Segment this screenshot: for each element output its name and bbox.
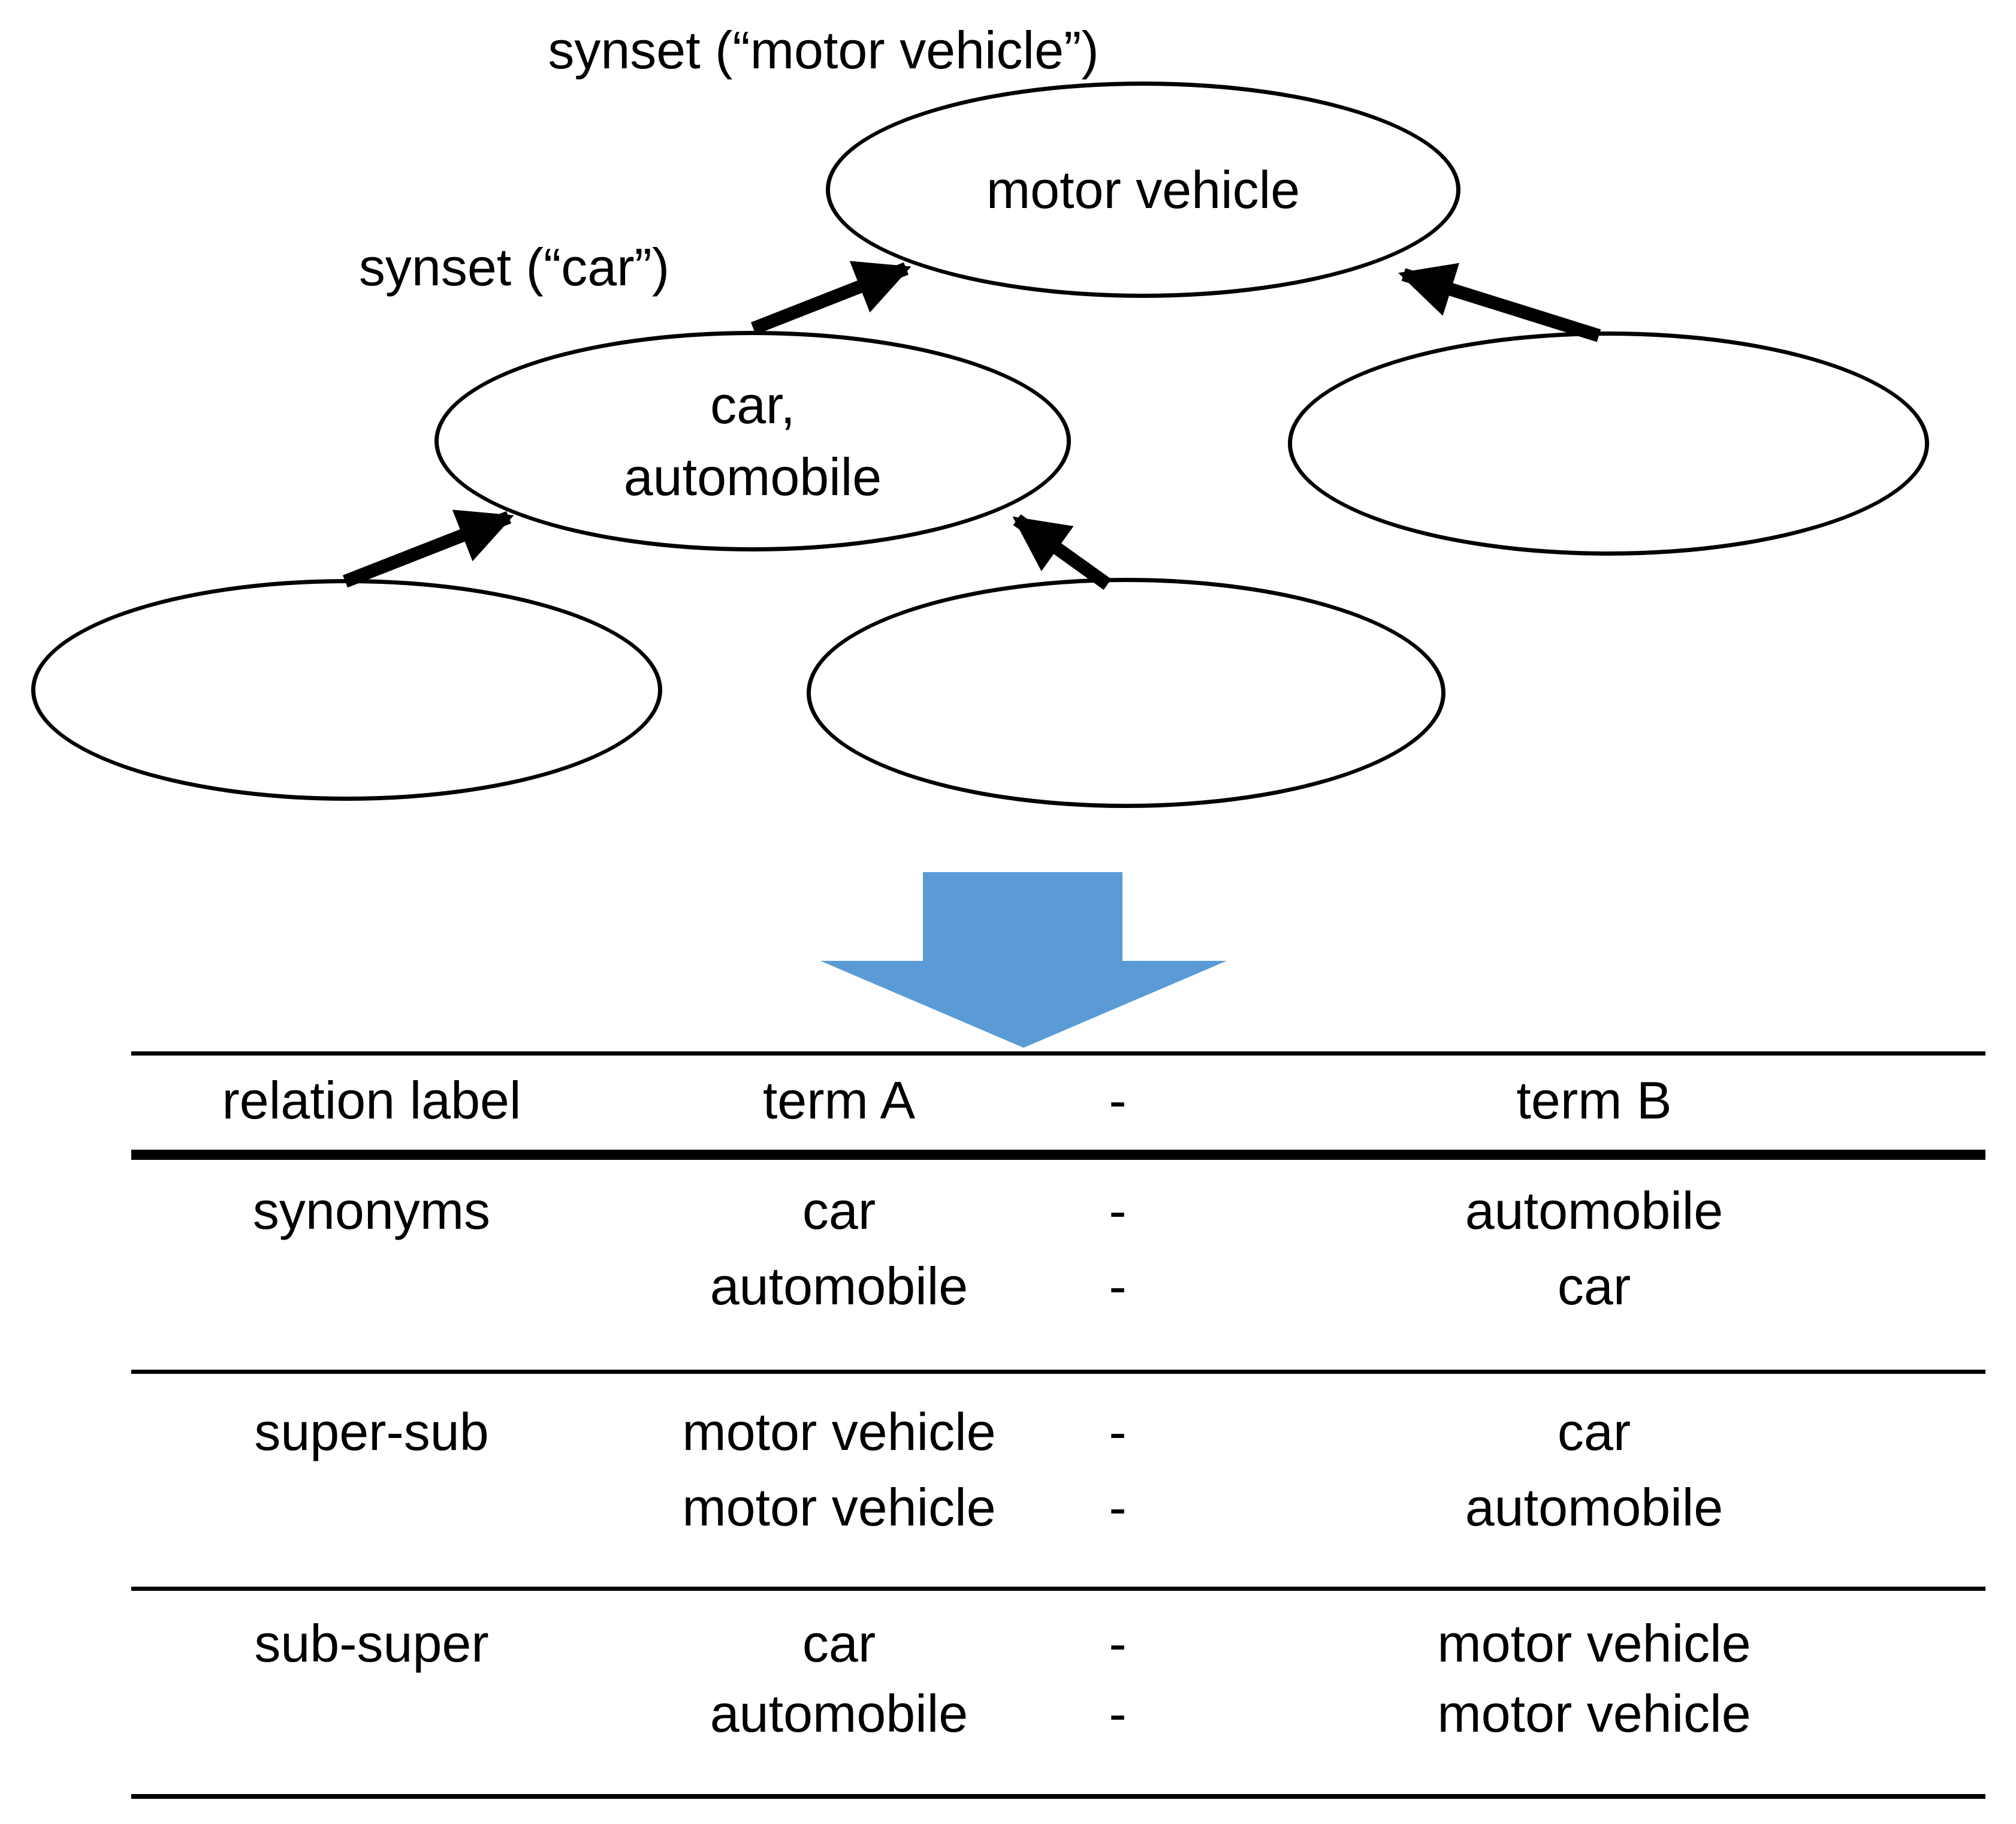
- node-car-text-line1: car,: [710, 375, 795, 435]
- term-b-cell: car: [1557, 1256, 1631, 1316]
- arrow-right-node-to-motor-vehicle: [1398, 263, 1601, 342]
- table-row: automobile - car: [0, 1250, 2016, 1322]
- term-a-cell: motor vehicle: [682, 1402, 996, 1461]
- table-rule-header-thick: [131, 1150, 1985, 1160]
- term-b-cell: motor vehicle: [1437, 1614, 1751, 1673]
- node-car-text-line2: automobile: [623, 447, 882, 507]
- term-b-cell: car: [1557, 1402, 1631, 1461]
- term-b-cell: automobile: [1465, 1181, 1724, 1240]
- table-rule-bottom: [131, 1794, 1985, 1799]
- term-b-cell: automobile: [1465, 1478, 1724, 1537]
- node-car-automobile: car, automobile: [434, 331, 1071, 551]
- dash-cell: -: [1109, 1684, 1127, 1743]
- term-a-cell: motor vehicle: [682, 1478, 996, 1537]
- table-row: motor vehicle - automobile: [0, 1472, 2016, 1543]
- relation-label-synonyms: synonyms: [252, 1181, 491, 1240]
- table-row: sub-super car - motor vehicle: [0, 1608, 2016, 1680]
- table-rule-top: [131, 1051, 1985, 1056]
- synset-motor-vehicle-label: synset (“motor vehicle”): [548, 20, 1099, 80]
- node-motor-vehicle-text: motor vehicle: [986, 159, 1300, 219]
- node-empty-right: [1288, 331, 1929, 556]
- term-b-cell: motor vehicle: [1437, 1684, 1751, 1743]
- header-term-b: term B: [1516, 1071, 1672, 1130]
- header-dash: -: [1109, 1071, 1127, 1130]
- dash-cell: -: [1109, 1614, 1127, 1673]
- relation-label-super-sub: super-sub: [254, 1402, 489, 1461]
- arrow-car-to-motor-vehicle: [750, 261, 912, 335]
- dash-cell: -: [1109, 1181, 1127, 1240]
- relation-label-sub-super: sub-super: [254, 1614, 489, 1673]
- term-a-cell: car: [802, 1614, 876, 1673]
- table-rule-after-synonyms: [131, 1370, 1985, 1374]
- term-a-cell: automobile: [710, 1256, 968, 1316]
- dash-cell: -: [1109, 1256, 1127, 1316]
- big-down-arrow-icon: [820, 872, 1227, 1048]
- node-empty-bottom-left: [31, 579, 662, 801]
- header-relation-label: relation label: [222, 1071, 521, 1130]
- table-row: synonyms car - automobile: [0, 1175, 2016, 1247]
- table-row: super-sub motor vehicle - car: [0, 1396, 2016, 1468]
- arrow-bottom-left-to-car: [342, 509, 514, 588]
- dash-cell: -: [1109, 1402, 1127, 1461]
- synset-car-label: synset (“car”): [358, 237, 670, 297]
- arrow-bottom-center-to-car: [1012, 514, 1112, 590]
- table-header-row: relation label term A - term B: [0, 1065, 2016, 1136]
- dash-cell: -: [1109, 1478, 1127, 1537]
- table-rule-after-super-sub: [131, 1587, 1985, 1591]
- node-empty-bottom-center: [807, 578, 1445, 808]
- node-motor-vehicle: motor vehicle: [826, 82, 1460, 298]
- header-term-a: term A: [762, 1071, 916, 1130]
- table-row: automobile - motor vehicle: [0, 1678, 2016, 1750]
- term-a-cell: car: [802, 1181, 876, 1240]
- term-a-cell: automobile: [710, 1684, 968, 1743]
